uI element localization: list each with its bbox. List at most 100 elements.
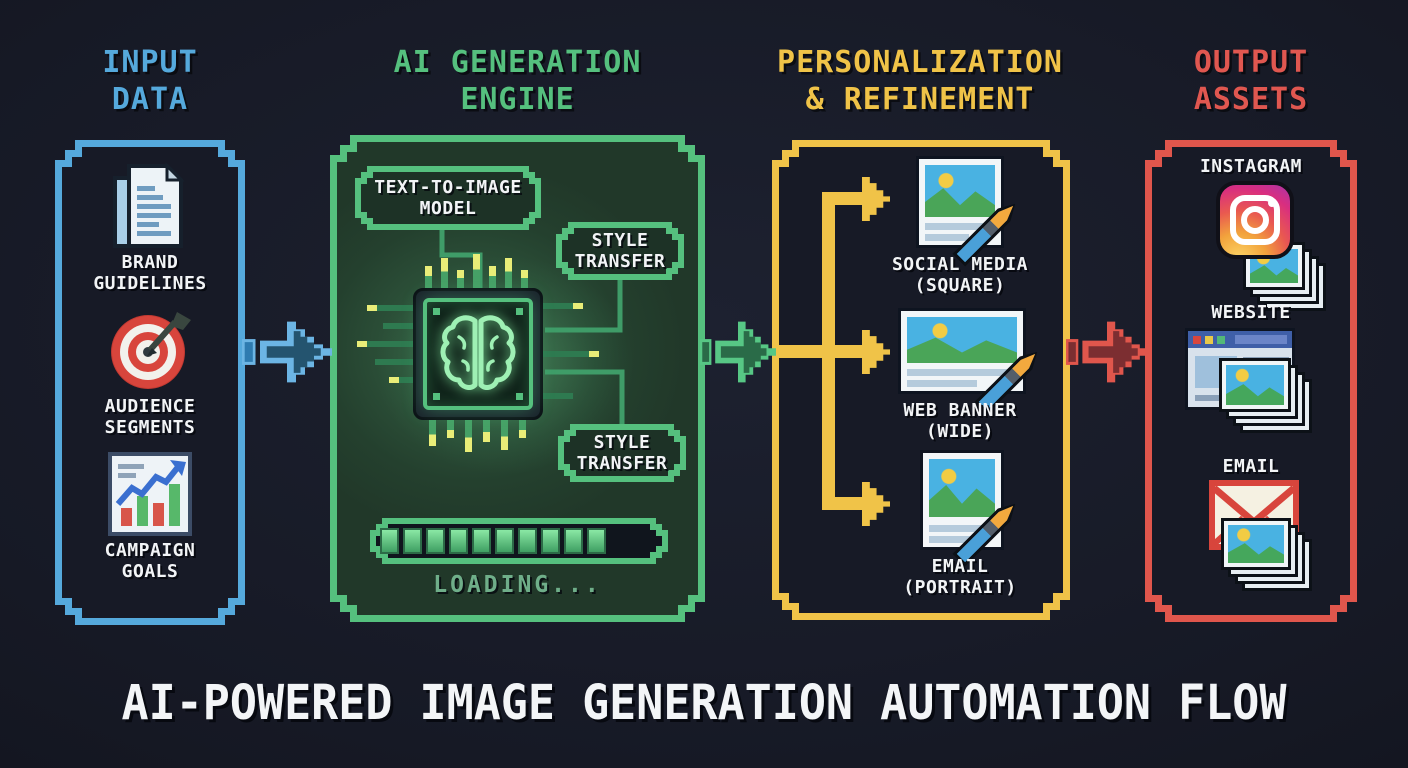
circuit-trace bbox=[543, 303, 583, 309]
image-edit-portrait-icon bbox=[920, 450, 1004, 550]
circuit-trace bbox=[389, 377, 413, 383]
website-label: WEBSITE bbox=[1211, 302, 1291, 323]
chip-pin bbox=[425, 266, 432, 288]
target-icon bbox=[111, 312, 191, 389]
text-to-image-model-node: TEXT-TO-IMAGE MODEL bbox=[355, 166, 541, 230]
header-line: & REFINEMENT bbox=[805, 82, 1035, 117]
image-edit-wide-icon bbox=[898, 308, 1026, 394]
ai-generation-engine-header: AI GENERATION ENGINE bbox=[330, 44, 705, 118]
instagram-label: INSTAGRAM bbox=[1199, 156, 1303, 177]
personalization-panel: SOCIAL MEDIA (SQUARE) WEB BANNER (WIDE) bbox=[772, 140, 1070, 620]
progress-segment bbox=[541, 528, 560, 554]
campaign-goals-label: CAMPAIGN GOALS bbox=[104, 540, 196, 582]
header-line: DATA bbox=[111, 82, 189, 117]
header-line: PERSONALIZATION bbox=[777, 45, 1063, 80]
circuit-connectors bbox=[439, 230, 625, 424]
output-assets-header: OUTPUT ASSETS bbox=[1145, 44, 1357, 118]
page-title: AI-POWERED IMAGE GENERATION AUTOMATION F… bbox=[121, 674, 1287, 731]
caption-line bbox=[929, 536, 971, 543]
chip-pin bbox=[465, 420, 472, 452]
caption-line bbox=[925, 234, 969, 241]
node-fill bbox=[564, 430, 680, 476]
progress-segment bbox=[380, 528, 399, 554]
chip-dot bbox=[433, 393, 440, 400]
progress-segment bbox=[449, 528, 468, 554]
flow-arrow-engine-to-personalization-icon bbox=[700, 314, 776, 390]
brain-icon bbox=[440, 315, 516, 390]
branch-line-middle bbox=[779, 345, 864, 358]
brand-guidelines-label: BRAND GUIDELINES bbox=[93, 252, 207, 294]
browser-dot-yellow bbox=[1205, 336, 1213, 344]
progress-segments bbox=[380, 528, 658, 554]
header-line: OUTPUT bbox=[1193, 45, 1309, 80]
chip-pin bbox=[505, 258, 512, 288]
photo-stack-front bbox=[1221, 518, 1291, 570]
circuit-trace bbox=[375, 359, 413, 365]
chip-pin bbox=[483, 420, 490, 442]
branch-line-bottom bbox=[829, 497, 864, 510]
caption-line bbox=[907, 380, 977, 387]
circuit-trace bbox=[543, 393, 573, 399]
chip-pin bbox=[447, 420, 454, 438]
header-line: AI GENERATION bbox=[393, 45, 642, 80]
circuit-trace bbox=[367, 305, 413, 311]
bar-chart-icon bbox=[108, 452, 192, 536]
chip-pin bbox=[521, 270, 528, 288]
branch-arrow-icon bbox=[862, 177, 890, 221]
document-icon bbox=[113, 162, 185, 248]
image-edit-square-icon bbox=[916, 156, 1004, 248]
progress-segment bbox=[564, 528, 583, 554]
photo-image bbox=[929, 459, 995, 517]
style-transfer-node-2: STYLE TRANSFER bbox=[558, 424, 686, 482]
chip-pin bbox=[429, 420, 436, 446]
email-portrait-label: EMAIL (PORTRAIT) bbox=[903, 556, 1017, 598]
flow-arrow-input-to-engine-icon bbox=[242, 314, 332, 390]
chip-dot bbox=[516, 308, 523, 315]
photo-image bbox=[907, 317, 1017, 363]
chip-pin bbox=[501, 420, 508, 450]
header-line: INPUT bbox=[102, 45, 198, 80]
photo-image bbox=[925, 165, 995, 217]
input-data-header: INPUT DATA bbox=[55, 44, 245, 118]
node-fill bbox=[562, 228, 678, 274]
web-banner-wide-label: WEB BANNER (WIDE) bbox=[903, 400, 1017, 442]
branch-arrow-icon bbox=[862, 482, 890, 526]
flow-arrow-personalization-to-output-icon bbox=[1066, 314, 1148, 390]
output-assets-panel: INSTAGRAM bbox=[1145, 140, 1357, 622]
photo-stack-front bbox=[1219, 358, 1291, 412]
progress-segment bbox=[403, 528, 422, 554]
loading-label: LOADING... bbox=[433, 572, 602, 598]
node-fill bbox=[361, 172, 535, 224]
social-media-square-label: SOCIAL MEDIA (SQUARE) bbox=[891, 254, 1029, 296]
chip-pin bbox=[489, 266, 496, 288]
email-label: EMAIL bbox=[1222, 456, 1280, 477]
branch-arrow-icon bbox=[862, 330, 890, 374]
branch-line-top bbox=[829, 192, 864, 205]
chip-pin bbox=[519, 420, 526, 438]
chip-pin bbox=[441, 258, 448, 288]
header-line: ENGINE bbox=[460, 82, 575, 117]
browser-dot-green bbox=[1217, 336, 1225, 344]
chip-pin bbox=[457, 270, 464, 288]
caption-line bbox=[925, 223, 989, 230]
progress-segment bbox=[495, 528, 514, 554]
browser-titlebar bbox=[1188, 331, 1292, 348]
circuit-trace bbox=[357, 341, 413, 347]
progress-segment bbox=[426, 528, 445, 554]
ai-engine-panel: TEXT-TO-IMAGE MODEL STYLE TRANSFER STYLE… bbox=[330, 135, 705, 622]
ai-chip-brain-icon bbox=[413, 288, 543, 420]
progress-segment bbox=[587, 528, 606, 554]
loading-progress-bar bbox=[370, 518, 668, 564]
browser-address-bar bbox=[1235, 335, 1287, 344]
chip-dot bbox=[516, 393, 523, 400]
browser-dot-red bbox=[1193, 336, 1201, 344]
chip-pin bbox=[473, 254, 480, 288]
header-line: ASSETS bbox=[1193, 82, 1309, 117]
circuit-trace bbox=[383, 323, 413, 329]
input-data-panel: BRAND GUIDELINES AUDIENCE SEGMENTS bbox=[55, 140, 245, 625]
caption-line bbox=[907, 369, 1007, 376]
instagram-icon bbox=[1216, 181, 1294, 259]
chip-screen bbox=[423, 298, 533, 410]
audience-segments-label: AUDIENCE SEGMENTS bbox=[104, 396, 196, 438]
